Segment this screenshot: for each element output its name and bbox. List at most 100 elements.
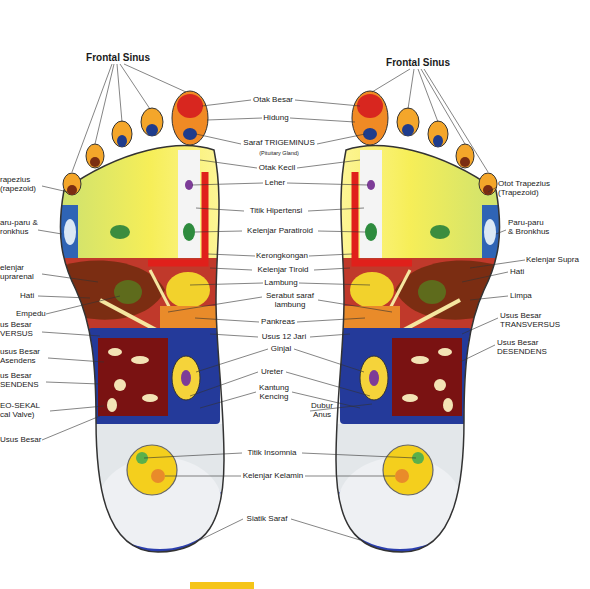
leader-line: [42, 416, 100, 440]
foot-drawing: [40, 91, 240, 572]
organ-label: Otak Kecil: [259, 164, 295, 173]
leader-line: [418, 69, 438, 122]
organ-label: usus Besar Asendens: [0, 348, 50, 366]
leader-line: [120, 64, 150, 109]
gallbladder-shape: [114, 280, 142, 304]
neck-column: [178, 150, 200, 258]
leader-line: [200, 519, 243, 540]
leader-line: [46, 382, 100, 384]
leader-line: [42, 332, 100, 336]
kidney-shape: [172, 356, 200, 400]
leader-line: [196, 208, 244, 211]
leader-line: [424, 69, 488, 172]
leader-line: [38, 230, 62, 234]
toe-spot: [146, 124, 158, 136]
organ-label: (Pituitary Gland): [259, 150, 299, 156]
organ-label: Titik Hipertensi: [250, 207, 303, 216]
heel-circle: [127, 445, 177, 495]
organ-label: Usus Besar DESENDENS: [497, 339, 572, 357]
leader-line: [372, 69, 410, 92]
leader-line: [208, 254, 255, 256]
leader-line: [309, 254, 352, 256]
leader-line: [190, 283, 263, 285]
leader-line: [165, 476, 241, 477]
leader-line: [496, 230, 506, 234]
organ-label: Limpa: [510, 292, 532, 301]
intestine-blob: [131, 356, 149, 364]
intestine-blob: [142, 394, 158, 402]
leader-line: [462, 318, 498, 334]
leader-line: [202, 100, 251, 106]
leader-line: [460, 345, 495, 362]
leader-line: [421, 69, 465, 144]
leader-line: [488, 187, 497, 192]
organ-label: Empedu: [16, 310, 46, 319]
leader-line: [207, 118, 262, 120]
organ-label: Hidung: [263, 114, 288, 123]
organ-label: elenjar uprarenal: [0, 264, 45, 282]
organ-label: Otak Besar: [253, 96, 293, 105]
leader-line: [95, 64, 114, 144]
lung-zone: [40, 130, 240, 260]
leader-line: [38, 296, 90, 298]
leader-line: [408, 69, 414, 109]
leader-line: [305, 476, 395, 477]
leader-lines: [38, 64, 525, 540]
intestine-blob: [114, 379, 126, 391]
lung-spot: [64, 219, 76, 245]
organ-label: EO-SEKAL cal Valve): [0, 402, 52, 420]
organ-label: Saraf TRIGEMINUS: [243, 139, 314, 148]
leader-line: [297, 160, 360, 168]
leader-line: [462, 272, 508, 282]
leader-line: [42, 186, 68, 192]
leader-line: [308, 208, 364, 211]
intestine-core: [98, 338, 168, 416]
leader-line: [470, 296, 508, 300]
organ-label: Kantung Kencing: [252, 384, 297, 402]
organ-label: Pankreas: [261, 318, 295, 327]
edge-bar: [190, 582, 254, 589]
leader-line: [195, 318, 259, 322]
organ-label: Hati: [510, 268, 524, 277]
organ-label: Usus Besar: [0, 436, 41, 445]
organ-label: Paru-paru & Bronkhus: [508, 219, 550, 237]
organ-label: Serabut saraf lambung: [255, 292, 325, 310]
leader-line: [210, 268, 252, 270]
neck-dot: [185, 180, 193, 190]
organ-label: Lambung: [264, 279, 297, 288]
organ-label: rapezius (rapezoid): [0, 176, 45, 194]
leader-line: [50, 406, 104, 411]
leader-line: [317, 134, 365, 144]
toe-spot: [117, 135, 127, 147]
leader-line: [168, 297, 262, 312]
organ-label: Otot Trapezius (Trapezoid): [498, 180, 566, 198]
leader-line: [192, 183, 263, 185]
foot-drawing: [320, 91, 520, 572]
leader-line: [48, 358, 104, 362]
leader-line: [302, 453, 416, 458]
organ-label: Kelenjar Paratiroid: [247, 227, 313, 236]
leader-line: [318, 300, 392, 312]
leader-line: [196, 349, 268, 372]
leader-line: [144, 453, 242, 458]
organ-label: Hati: [20, 292, 34, 301]
leader-line: [294, 349, 364, 372]
organ-label: Titik Insomnia: [247, 449, 296, 458]
leader-line: [318, 231, 365, 232]
leader-line: [210, 334, 258, 337]
organ-label: Kerongkongan: [256, 252, 308, 261]
leader-line: [72, 64, 112, 172]
toe-spot: [67, 185, 77, 195]
big-toe: [172, 91, 208, 145]
stomach-shape: [166, 272, 210, 308]
intestine-blob: [108, 348, 122, 356]
leader-line: [291, 519, 360, 540]
organ-label: us Besar SENDENS: [0, 372, 48, 390]
organ-label: Leher: [265, 179, 285, 188]
leader-line: [299, 283, 370, 285]
leader-line: [124, 64, 186, 92]
organ-label: Ureter: [261, 368, 283, 377]
toe: [141, 108, 163, 136]
